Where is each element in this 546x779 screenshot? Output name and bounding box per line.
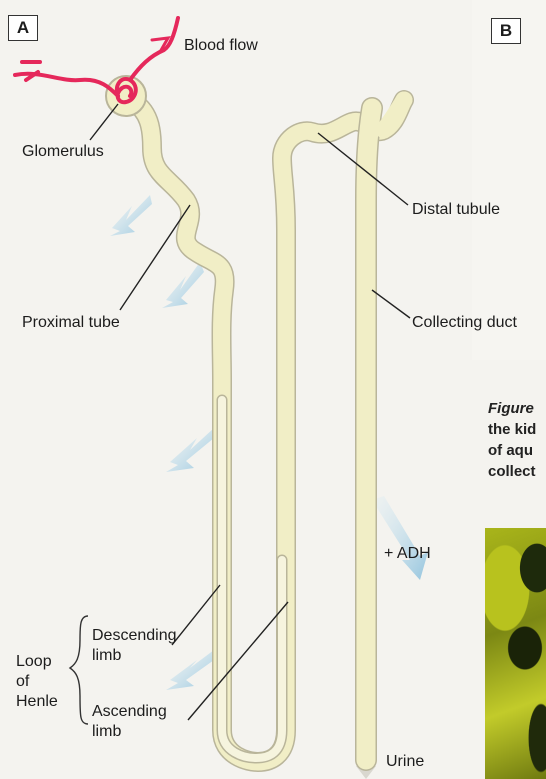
caption-line1: Figure — [488, 398, 536, 419]
panel-label-b: B — [491, 18, 521, 44]
nephron-tubule — [130, 100, 404, 762]
loop-brace — [70, 616, 88, 724]
label-distal-tubule: Distal tubule — [412, 200, 500, 219]
label-urine: Urine — [386, 752, 424, 771]
blood-vessel — [15, 18, 178, 102]
label-adh: + ADH — [384, 544, 431, 563]
water-arrow-2 — [162, 262, 204, 308]
leader-collecting — [372, 290, 410, 318]
label-descending-limb-line2: limb — [92, 646, 121, 665]
caption-line4: collect — [488, 461, 536, 482]
caption-line3: of aqu — [488, 440, 536, 461]
water-arrow-1 — [110, 195, 152, 236]
caption-fragment: Figure the kid of aqu collect — [488, 398, 536, 482]
label-ascending-limb-line1: Ascending — [92, 702, 167, 721]
micrograph-image — [485, 528, 546, 779]
water-arrow-3 — [166, 428, 214, 472]
label-loop-line3: Henle — [16, 692, 58, 711]
label-glomerulus: Glomerulus — [22, 142, 104, 161]
water-arrow-adh — [372, 496, 428, 580]
label-loop-line2: of — [16, 672, 29, 691]
leader-glomerulus — [90, 104, 118, 140]
label-descending-limb-line1: Descending — [92, 626, 177, 645]
label-ascending-limb-line2: limb — [92, 722, 121, 741]
label-blood-flow: Blood flow — [184, 36, 258, 55]
bowman-capsule — [106, 76, 146, 116]
caption-line2: the kid — [488, 419, 536, 440]
label-proximal-tube: Proximal tube — [22, 313, 120, 332]
label-loop-line1: Loop — [16, 652, 52, 671]
panel-b-area — [472, 0, 546, 360]
label-collecting-duct: Collecting duct — [412, 313, 517, 332]
water-arrows — [110, 195, 428, 779]
panel-label-a: A — [8, 15, 38, 41]
water-arrow-4 — [166, 650, 214, 690]
